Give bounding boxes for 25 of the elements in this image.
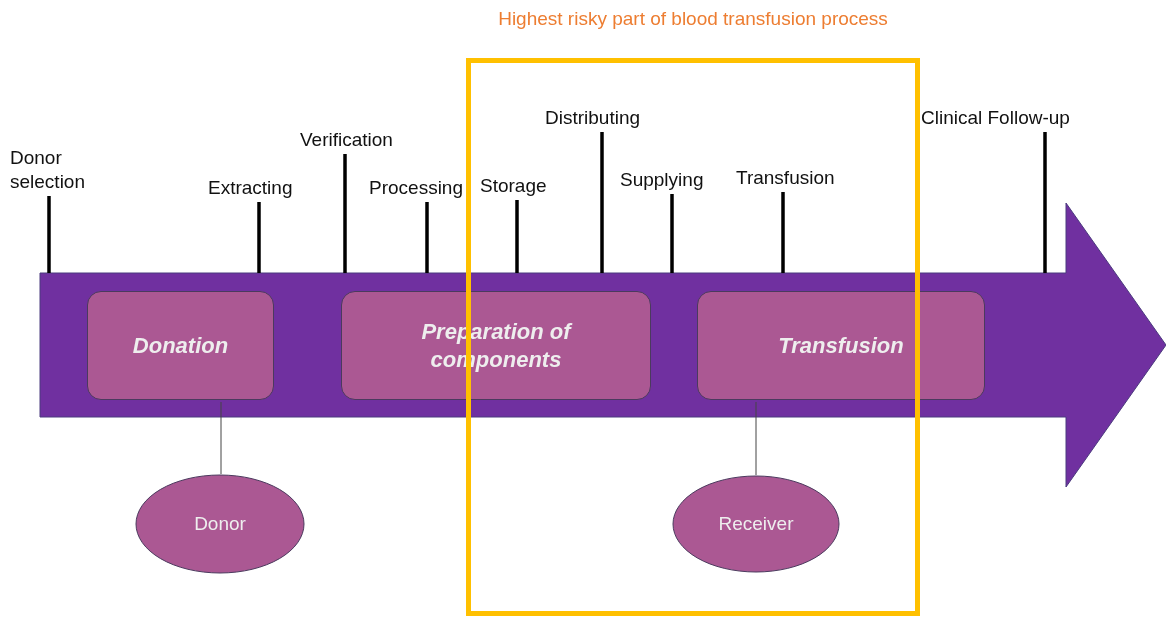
- leader-line: [343, 154, 347, 273]
- stage-box: Donation: [87, 291, 274, 400]
- step-label: Extracting: [208, 176, 293, 200]
- connector-line: [220, 401, 222, 475]
- step-label: Clinical Follow-up: [921, 106, 1070, 130]
- step-label: Supplying: [620, 168, 704, 192]
- leader-line: [1043, 132, 1047, 273]
- connector-line: [755, 401, 757, 476]
- step-label: Distributing: [545, 106, 641, 130]
- leader-line: [515, 200, 519, 273]
- frame-title: Highest risky part of blood transfusion process: [446, 8, 940, 30]
- step-label: Storage: [480, 174, 547, 198]
- step-label: Transfusion: [736, 166, 835, 190]
- leader-line: [670, 194, 674, 273]
- step-label: Processing: [369, 176, 463, 200]
- leader-line: [781, 192, 785, 273]
- person-ellipse: Donor: [135, 474, 305, 574]
- step-label: Verification: [300, 128, 393, 152]
- leader-line: [257, 202, 261, 273]
- person-ellipse: Receiver: [672, 475, 840, 573]
- step-label: Donor selection: [10, 146, 110, 194]
- leader-line: [47, 196, 51, 273]
- stage-box: Transfusion: [697, 291, 985, 400]
- leader-line: [600, 132, 604, 273]
- leader-line: [425, 202, 429, 273]
